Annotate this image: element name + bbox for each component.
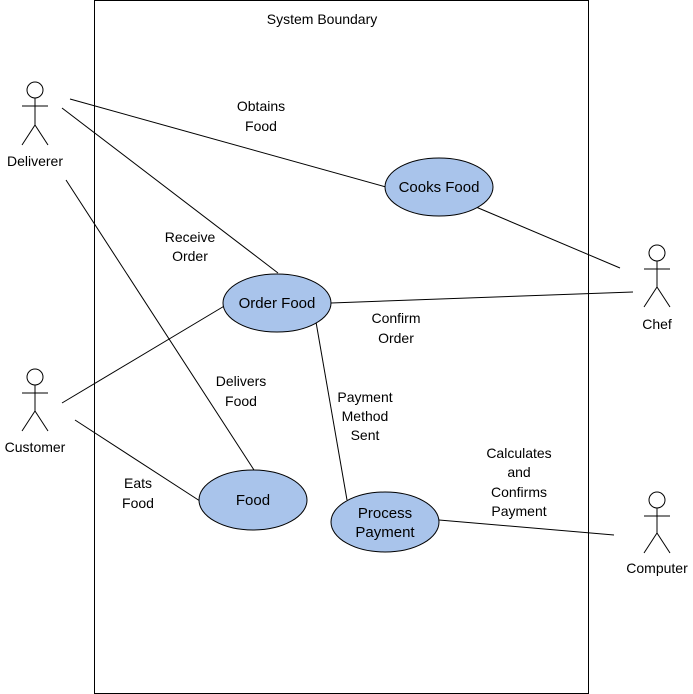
edge-label-payment-method-sent-line3: Sent — [351, 427, 380, 443]
edge-label-eats-food-line1: Eats — [124, 475, 152, 491]
edge-label-eats-food-line2: Food — [122, 495, 154, 511]
edge-label-delivers-food-line1: Delivers — [216, 373, 267, 389]
edge-label-delivers-food-line2: Food — [225, 393, 257, 409]
actor-computer-label: Computer — [626, 560, 688, 576]
actor-computer[interactable]: Computer — [626, 491, 688, 576]
actor-deliverer[interactable]: Deliverer — [7, 81, 63, 169]
edge-label-calculates-line2: and — [507, 464, 530, 480]
edge-label-receive-order: Receive Order — [165, 229, 216, 264]
edge-label-payment-method-sent-line1: Payment — [337, 389, 392, 405]
assoc-cooks-food-chef — [475, 206, 621, 269]
use-case-food-label: Food — [236, 492, 270, 509]
edge-label-obtains-food-line1: Obtains — [237, 98, 285, 114]
edge-label-calculates-line3: Confirms — [491, 484, 547, 500]
actor-chef-figure — [643, 244, 671, 308]
actor-deliverer-figure — [21, 81, 49, 146]
edge-label-confirm-order: Confirm Order — [371, 310, 420, 346]
actor-customer-label: Customer — [5, 439, 66, 455]
assoc-order-food-chef — [330, 291, 634, 304]
system-boundary-label: System Boundary — [267, 11, 378, 27]
edge-label-obtains-food: Obtains Food — [237, 98, 285, 134]
use-case-order-food[interactable]: Order Food — [222, 273, 332, 333]
use-case-order-food-label: Order Food — [239, 295, 316, 312]
edge-label-eats-food: Eats Food — [122, 475, 154, 511]
use-case-cooks-food[interactable]: Cooks Food — [384, 157, 494, 217]
edge-label-calculates-line4: Payment — [491, 503, 546, 519]
actor-deliverer-label: Deliverer — [7, 153, 63, 169]
assoc-deliverer-order-food — [61, 107, 279, 274]
system-boundary — [94, 0, 589, 694]
edge-label-payment-method-sent-line2: Method — [342, 408, 389, 424]
assoc-customer-food — [74, 419, 204, 504]
edge-label-payment-method-sent: Payment Method Sent — [337, 389, 392, 443]
actor-customer-figure — [21, 368, 49, 432]
edge-label-delivers-food: Delivers Food — [216, 373, 267, 409]
edge-label-obtains-food-line2: Food — [245, 118, 277, 134]
edge-label-calculates-confirms-payment: Calculates and Confirms Payment — [486, 445, 551, 519]
actor-computer-figure — [643, 491, 671, 554]
edge-label-receive-order-line1: Receive — [165, 229, 216, 245]
edge-label-calculates-line1: Calculates — [486, 445, 551, 461]
assoc-process-payment-computer — [438, 519, 615, 536]
assoc-deliverer-cooks-food — [69, 98, 387, 188]
actor-chef-label: Chef — [642, 316, 672, 332]
use-case-process-payment-label-line2: Payment — [355, 524, 415, 541]
assoc-order-food-process-payment — [315, 321, 348, 501]
actor-chef[interactable]: Chef — [642, 244, 672, 332]
actor-customer[interactable]: Customer — [5, 368, 66, 455]
use-case-process-payment[interactable]: Process Payment — [330, 491, 440, 553]
edge-label-receive-order-line2: Order — [172, 248, 208, 264]
use-case-cooks-food-label: Cooks Food — [399, 179, 480, 196]
edge-label-confirm-order-line2: Order — [378, 330, 414, 346]
assoc-customer-order-food — [61, 304, 227, 404]
use-case-process-payment-label-line1: Process — [358, 505, 412, 522]
assoc-deliverer-food — [65, 179, 255, 471]
edge-label-confirm-order-line1: Confirm — [371, 310, 420, 326]
use-case-food[interactable]: Food — [198, 469, 308, 531]
